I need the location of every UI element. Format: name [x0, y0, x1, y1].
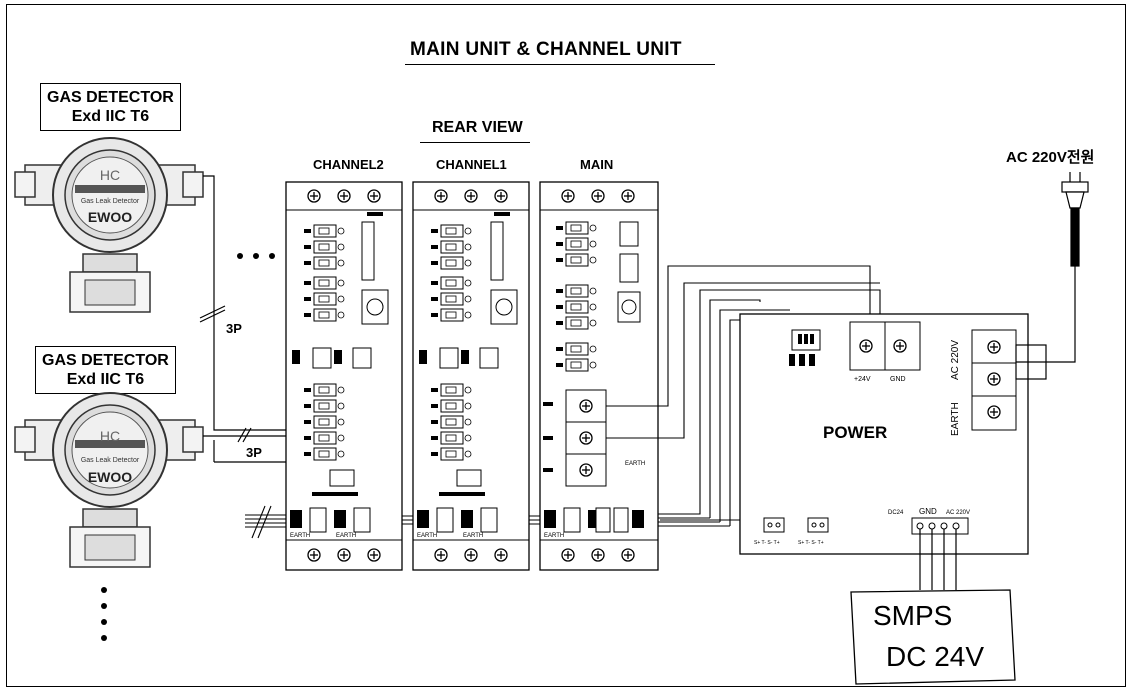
smps-wires	[919, 529, 957, 590]
detector-1-line2: Exd IIC T6	[71, 108, 150, 126]
cable-3p-top: 3P	[226, 321, 242, 336]
ch2-earth-tag-2: EARTH	[336, 533, 356, 539]
cable-3p-bottom: 3P	[246, 445, 262, 460]
ch1-earth-tag-2: EARTH	[463, 533, 483, 539]
smps-dc24-label: DC24	[888, 510, 904, 516]
detector-1-badge: HC	[100, 167, 120, 183]
smps-line2: DC 24V	[886, 641, 984, 672]
detector-1-logo: EWOO	[88, 209, 132, 225]
main-earth-tag-2: EARTH	[544, 533, 564, 539]
channel1-label: CHANNEL1	[436, 157, 507, 172]
detector-1-line1: GAS DETECTOR	[47, 89, 174, 106]
detector-2-line1: GAS DETECTOR	[42, 352, 169, 369]
title-underline	[405, 64, 715, 65]
more-detectors-dots-horizontal	[237, 253, 275, 259]
diagram-frame	[6, 4, 1126, 687]
power-aux-tag: S+ T- S- T+	[754, 540, 780, 546]
detector-2-line2: Exd IIC T6	[66, 371, 145, 389]
detector-2-badge: HC	[100, 428, 120, 444]
detector-1-cable	[199, 175, 286, 431]
power-board: +24V GND AC 220V EARTH S+ T- S- T+ S+ T-…	[739, 313, 1029, 555]
channel2-panel: EARTH EARTH	[285, 181, 403, 571]
power-ac220-label: AC 220V	[950, 340, 961, 380]
power-earth-label: EARTH	[950, 402, 961, 436]
power-plus24-label: +24V	[854, 376, 871, 383]
detector-1-label: GAS DETECTOR Exd IIC T6	[40, 83, 181, 132]
detector-2-caption: Gas Leak Detector	[81, 457, 140, 464]
ch1-earth-tag: EARTH	[417, 533, 437, 539]
smps-ac-label: AC 220V	[946, 510, 970, 516]
ac-plug	[1015, 172, 1089, 380]
gas-detector-1	[14, 137, 204, 313]
power-gnd-label: GND	[890, 376, 906, 383]
detector-2-logo: EWOO	[88, 469, 132, 485]
smps-box	[850, 589, 1016, 685]
rear-view-underline	[420, 142, 530, 143]
diagram-title: MAIN UNIT & CHANNEL UNIT	[410, 39, 682, 60]
power-aux-tag-2: S+ T- S- T+	[798, 540, 824, 546]
detector-1-caption: Gas Leak Detector	[81, 198, 140, 205]
ch2-earth-tag: EARTH	[290, 533, 310, 539]
main-earth-tag: EARTH	[625, 461, 645, 467]
power-label: POWER	[823, 423, 887, 442]
rear-view-label: REAR VIEW	[432, 119, 523, 136]
ac-supply-label: AC 220V전원	[1006, 149, 1094, 166]
channel1-panel: EARTH EARTH	[412, 181, 530, 571]
more-detectors-dots-vertical	[101, 587, 107, 641]
main-panel: EARTH EARTH	[539, 181, 659, 571]
channel2-label: CHANNEL2	[313, 157, 384, 172]
smps-line1: SMPS	[873, 600, 952, 631]
smps-gnd-label: GND	[919, 507, 937, 516]
main-label: MAIN	[580, 157, 614, 172]
